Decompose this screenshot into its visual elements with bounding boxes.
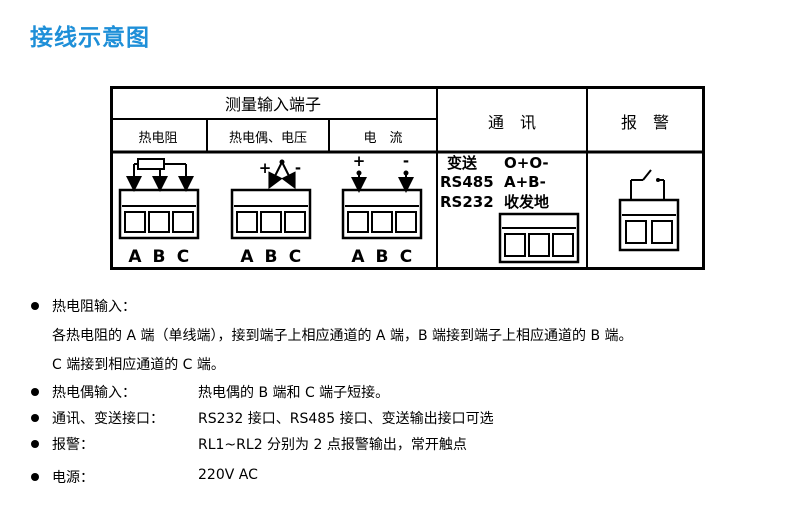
bullet [31, 302, 39, 310]
svg-text:A: A [240, 247, 254, 267]
col-current: 电 流 [363, 131, 402, 146]
svg-text:C: C [400, 247, 412, 267]
svg-text:B: B [153, 247, 166, 267]
svg-text:+: + [259, 159, 272, 177]
table-frame [110, 86, 705, 270]
svg-text:-: - [295, 159, 301, 177]
note-label-rtd: 热电阻输入： [52, 299, 136, 315]
svg-text:-: - [403, 152, 409, 170]
note-value-comm: RS232 接口、RS485 接口、变送输出接口可选 [198, 411, 494, 427]
svg-text:B: B [376, 247, 389, 267]
svg-text:A+B-: A+B- [504, 173, 546, 191]
svg-text:RS232: RS232 [440, 193, 494, 211]
svg-text:收发地: 收发地 [504, 193, 549, 211]
group-header: 测量输入端子 [225, 95, 321, 114]
bullet [31, 473, 39, 481]
col-rtd: 热电阻 [138, 131, 177, 146]
alarm-terminal-block [618, 169, 680, 252]
svg-text:C: C [289, 247, 301, 267]
bullet [31, 414, 39, 422]
page-title: 接线示意图 [30, 25, 150, 51]
note-rtd-line2: C 端接到相应通道的 C 端。 [52, 357, 225, 373]
rtd-terminal-block: A B C [118, 158, 200, 267]
note-rtd-line1: 各热电阻的 A 端（单线端），接到端子上相应通道的 A 端，B 端接到端子上相应… [52, 328, 633, 344]
bullet [31, 388, 39, 396]
svg-text:+: + [353, 152, 366, 170]
svg-text:C: C [177, 247, 189, 267]
bullet [31, 440, 39, 448]
wiring-diagram: 测量输入端子 热电阻 热电偶、电压 电 流 通 讯 报 警 A B C + - … [110, 86, 705, 270]
svg-text:A: A [128, 247, 142, 267]
svg-text:B: B [265, 247, 278, 267]
thermocouple-terminal-block: + - A B C [230, 159, 312, 267]
svg-text:变送: 变送 [447, 154, 478, 172]
note-label-power: 电源： [52, 470, 94, 486]
svg-text:A: A [351, 247, 365, 267]
svg-text:RS485: RS485 [440, 173, 494, 191]
col-alarm: 报 警 [621, 113, 669, 132]
note-value-power: 220V AC [198, 467, 258, 483]
note-label-comm: 通讯、变送接口： [52, 411, 164, 427]
note-value-alarm: RL1~RL2 分别为 2 点报警输出，常开触点 [198, 437, 467, 453]
note-label-tc: 热电偶输入： [52, 385, 136, 401]
comm-terminal-block: 变送 O+O- RS485 A+B- RS232 收发地 [440, 154, 580, 264]
col-thermocouple: 热电偶、电压 [229, 131, 307, 146]
note-value-tc: 热电偶的 B 端和 C 端子短接。 [198, 385, 390, 401]
col-comm: 通 讯 [488, 113, 536, 132]
current-terminal-block: + - A B C [341, 152, 423, 267]
note-label-alarm: 报警： [52, 437, 94, 453]
svg-text:O+O-: O+O- [504, 154, 549, 172]
